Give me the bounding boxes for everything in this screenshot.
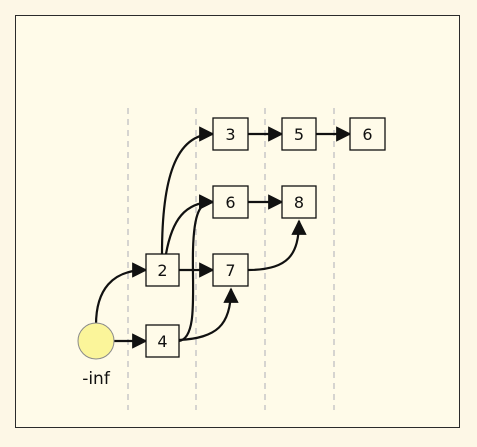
node-label: 6 — [225, 193, 235, 212]
node-label: 4 — [157, 332, 167, 351]
node-5: 5 — [281, 117, 317, 151]
edge-2-to-3 — [160, 126, 215, 255]
node-label: 7 — [225, 261, 235, 280]
node-label: 8 — [294, 193, 304, 212]
edge-7-to-8 — [247, 219, 307, 272]
node-box — [212, 185, 249, 219]
root-label: -inf — [82, 369, 111, 389]
node-6-upper: 6 — [212, 185, 249, 219]
node-box — [212, 117, 249, 151]
node-box — [281, 117, 317, 151]
root-circle — [77, 322, 115, 360]
edge-2-to-6 — [164, 194, 215, 255]
edge-4-to-6 — [178, 194, 215, 343]
node-2: 2 — [145, 253, 180, 287]
edge-root-to-2 — [94, 262, 148, 326]
root-node: -inf — [77, 322, 115, 389]
edges — [94, 126, 352, 349]
node-8: 8 — [281, 185, 317, 219]
node-7: 7 — [212, 253, 249, 287]
node-6-right: 6 — [349, 117, 386, 151]
node-box — [145, 253, 180, 287]
node-4: 4 — [145, 324, 180, 358]
node-box — [145, 324, 180, 358]
diagram-frame — [15, 15, 460, 428]
node-box — [349, 117, 386, 151]
node-3: 3 — [212, 117, 249, 151]
node-label: 6 — [362, 125, 372, 144]
node-label: 2 — [157, 261, 167, 280]
edge-4-to-7 — [178, 287, 239, 342]
node-box — [212, 253, 249, 287]
node-label: 3 — [225, 125, 235, 144]
node-box — [281, 185, 317, 219]
node-label: 5 — [294, 125, 304, 144]
nodes: 2 4 3 6 7 5 8 6 — [145, 117, 386, 358]
